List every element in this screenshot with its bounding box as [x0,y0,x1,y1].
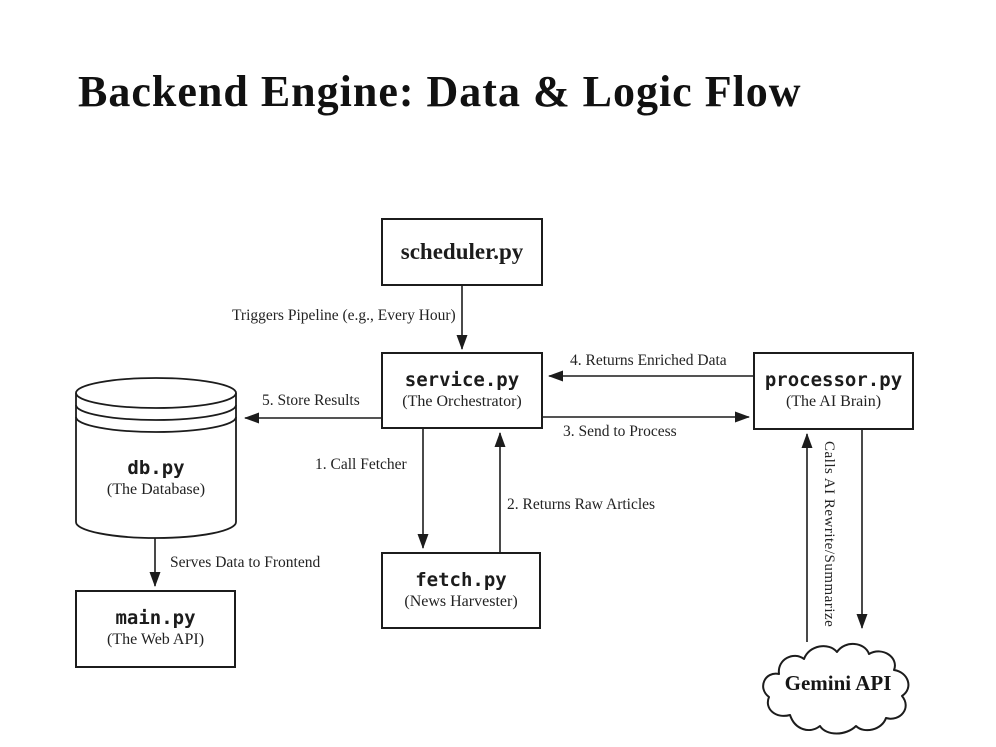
node-main-sublabel: (The Web API) [106,631,205,649]
node-fetch: fetch.py (News Harvester) [381,552,541,629]
edge-label-call-fetcher: 1. Call Fetcher [315,456,407,473]
edge-label-returns-enriched: 4. Returns Enriched Data [570,352,727,369]
node-db-label: db.py [127,457,185,479]
node-processor-label: processor.py [764,369,903,392]
node-service-label: service.py [404,368,520,391]
node-gemini-label: Gemini API [784,671,892,695]
edge-label-trigger: Triggers Pipeline (e.g., Every Hour) [232,307,456,324]
node-main-label: main.py [115,607,196,630]
node-scheduler: scheduler.py [381,218,543,286]
node-scheduler-label: scheduler.py [400,239,524,264]
cloud-shape [762,643,910,735]
node-fetch-sublabel: (News Harvester) [404,592,518,610]
edge-label-send-to-process: 3. Send to Process [563,423,677,440]
node-service: service.py (The Orchestrator) [381,352,543,429]
node-processor-sublabel: (The AI Brain) [785,393,882,411]
database-cylinder-shape [75,377,237,539]
edge-label-calls-ai: Calls AI Rewrite/Summarize [821,441,837,628]
node-main: main.py (The Web API) [75,590,236,668]
page-title: Backend Engine: Data & Logic Flow [78,67,802,116]
node-service-sublabel: (The Orchestrator) [402,392,522,410]
edge-label-serves-frontend: Serves Data to Frontend [170,554,321,571]
node-fetch-label: fetch.py [415,568,507,591]
node-db-sublabel: (The Database) [106,480,206,498]
edge-label-store-results: 5. Store Results [262,392,360,409]
edge-label-returns-raw: 2. Returns Raw Articles [507,496,656,513]
node-db: db.py (The Database) [76,457,236,499]
node-processor: processor.py (The AI Brain) [753,352,914,430]
